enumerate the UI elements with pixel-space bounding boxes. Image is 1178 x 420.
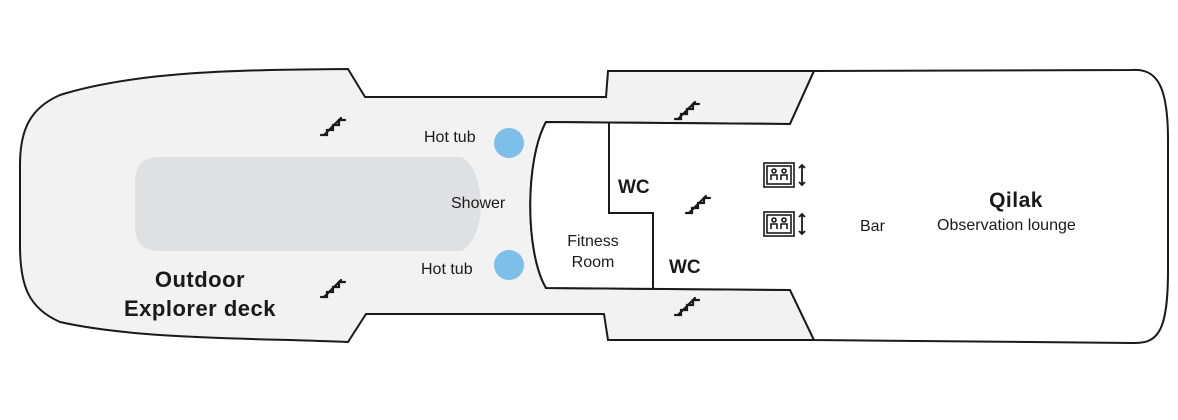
elevator-icon: [763, 211, 806, 237]
wc-label-top: WC: [618, 177, 650, 198]
stairs-icon: [673, 100, 701, 121]
hot-tub-icon: [494, 128, 524, 158]
hot-tub-icon: [494, 250, 524, 280]
stairs-icon: [673, 296, 701, 317]
lounge-area: [529, 68, 1169, 345]
bar-label: Bar: [860, 218, 885, 235]
stairs-icon: [684, 194, 712, 215]
hot-tub-label-top: Hot tub: [424, 129, 476, 146]
lounge-name-label: Qilak: [989, 189, 1043, 212]
hot-tub-label-bottom: Hot tub: [421, 261, 473, 278]
lounge-subtitle-label: Observation lounge: [937, 217, 1076, 234]
stairs-icon: [319, 278, 347, 299]
elevator-icon: [763, 162, 806, 188]
outdoor-deck-label: Outdoor Explorer deck: [123, 267, 276, 321]
wc-partition: [608, 122, 654, 289]
fitness-room-label: Fitness Room: [567, 233, 619, 271]
wc-label-bottom: WC: [669, 257, 701, 278]
shower-label: Shower: [451, 195, 506, 212]
stairs-icon: [319, 116, 347, 137]
shower-area: [135, 157, 481, 251]
